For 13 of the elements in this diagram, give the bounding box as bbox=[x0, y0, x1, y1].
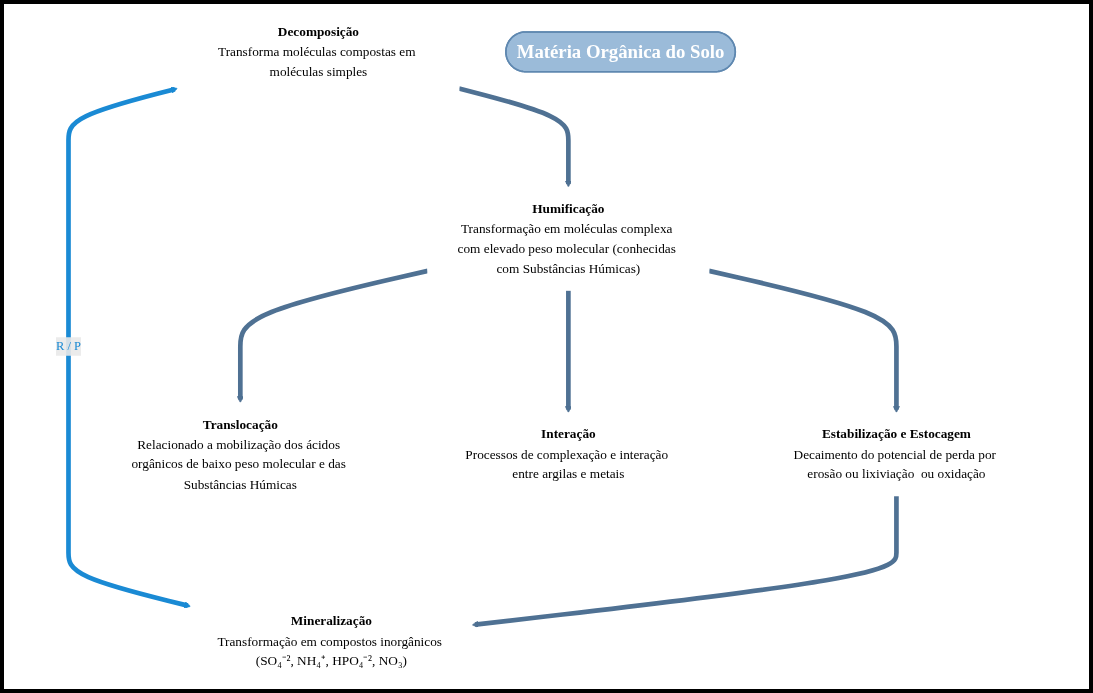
node-text: Translocação Relacionado a mobilização dos ácidos orgânicos de baixo peso molecular e das Substâncias Húmicas bbox=[131, 416, 346, 492]
node-text: Humificação Transformação em moléculas complexa com elevado peso molecular (conhecidas com Substâncias Húmicas) bbox=[457, 201, 676, 276]
arrow bbox=[708, 268, 900, 413]
node-text: Mineralização Transformação em compostos inorgânicos (SO₄⁻², NH₄⁺, HPO₄⁻², NO₃) bbox=[217, 613, 443, 669]
edge-label: R / P bbox=[55, 339, 81, 353]
node-text: Interação Processos de complexação e interação entre argilas e metais bbox=[465, 426, 669, 482]
node-text: Decomposição Transforma moléculas compostas em moléculas simples bbox=[217, 24, 416, 79]
arrow bbox=[564, 290, 572, 413]
arrow bbox=[66, 86, 192, 609]
arrow bbox=[458, 86, 572, 188]
arrow bbox=[471, 495, 899, 628]
arrow bbox=[236, 268, 429, 404]
node-text: Estabilização e Estocagem Decaimento do potencial de perda por erosão ou lixiviação ou oxidação bbox=[793, 426, 996, 482]
